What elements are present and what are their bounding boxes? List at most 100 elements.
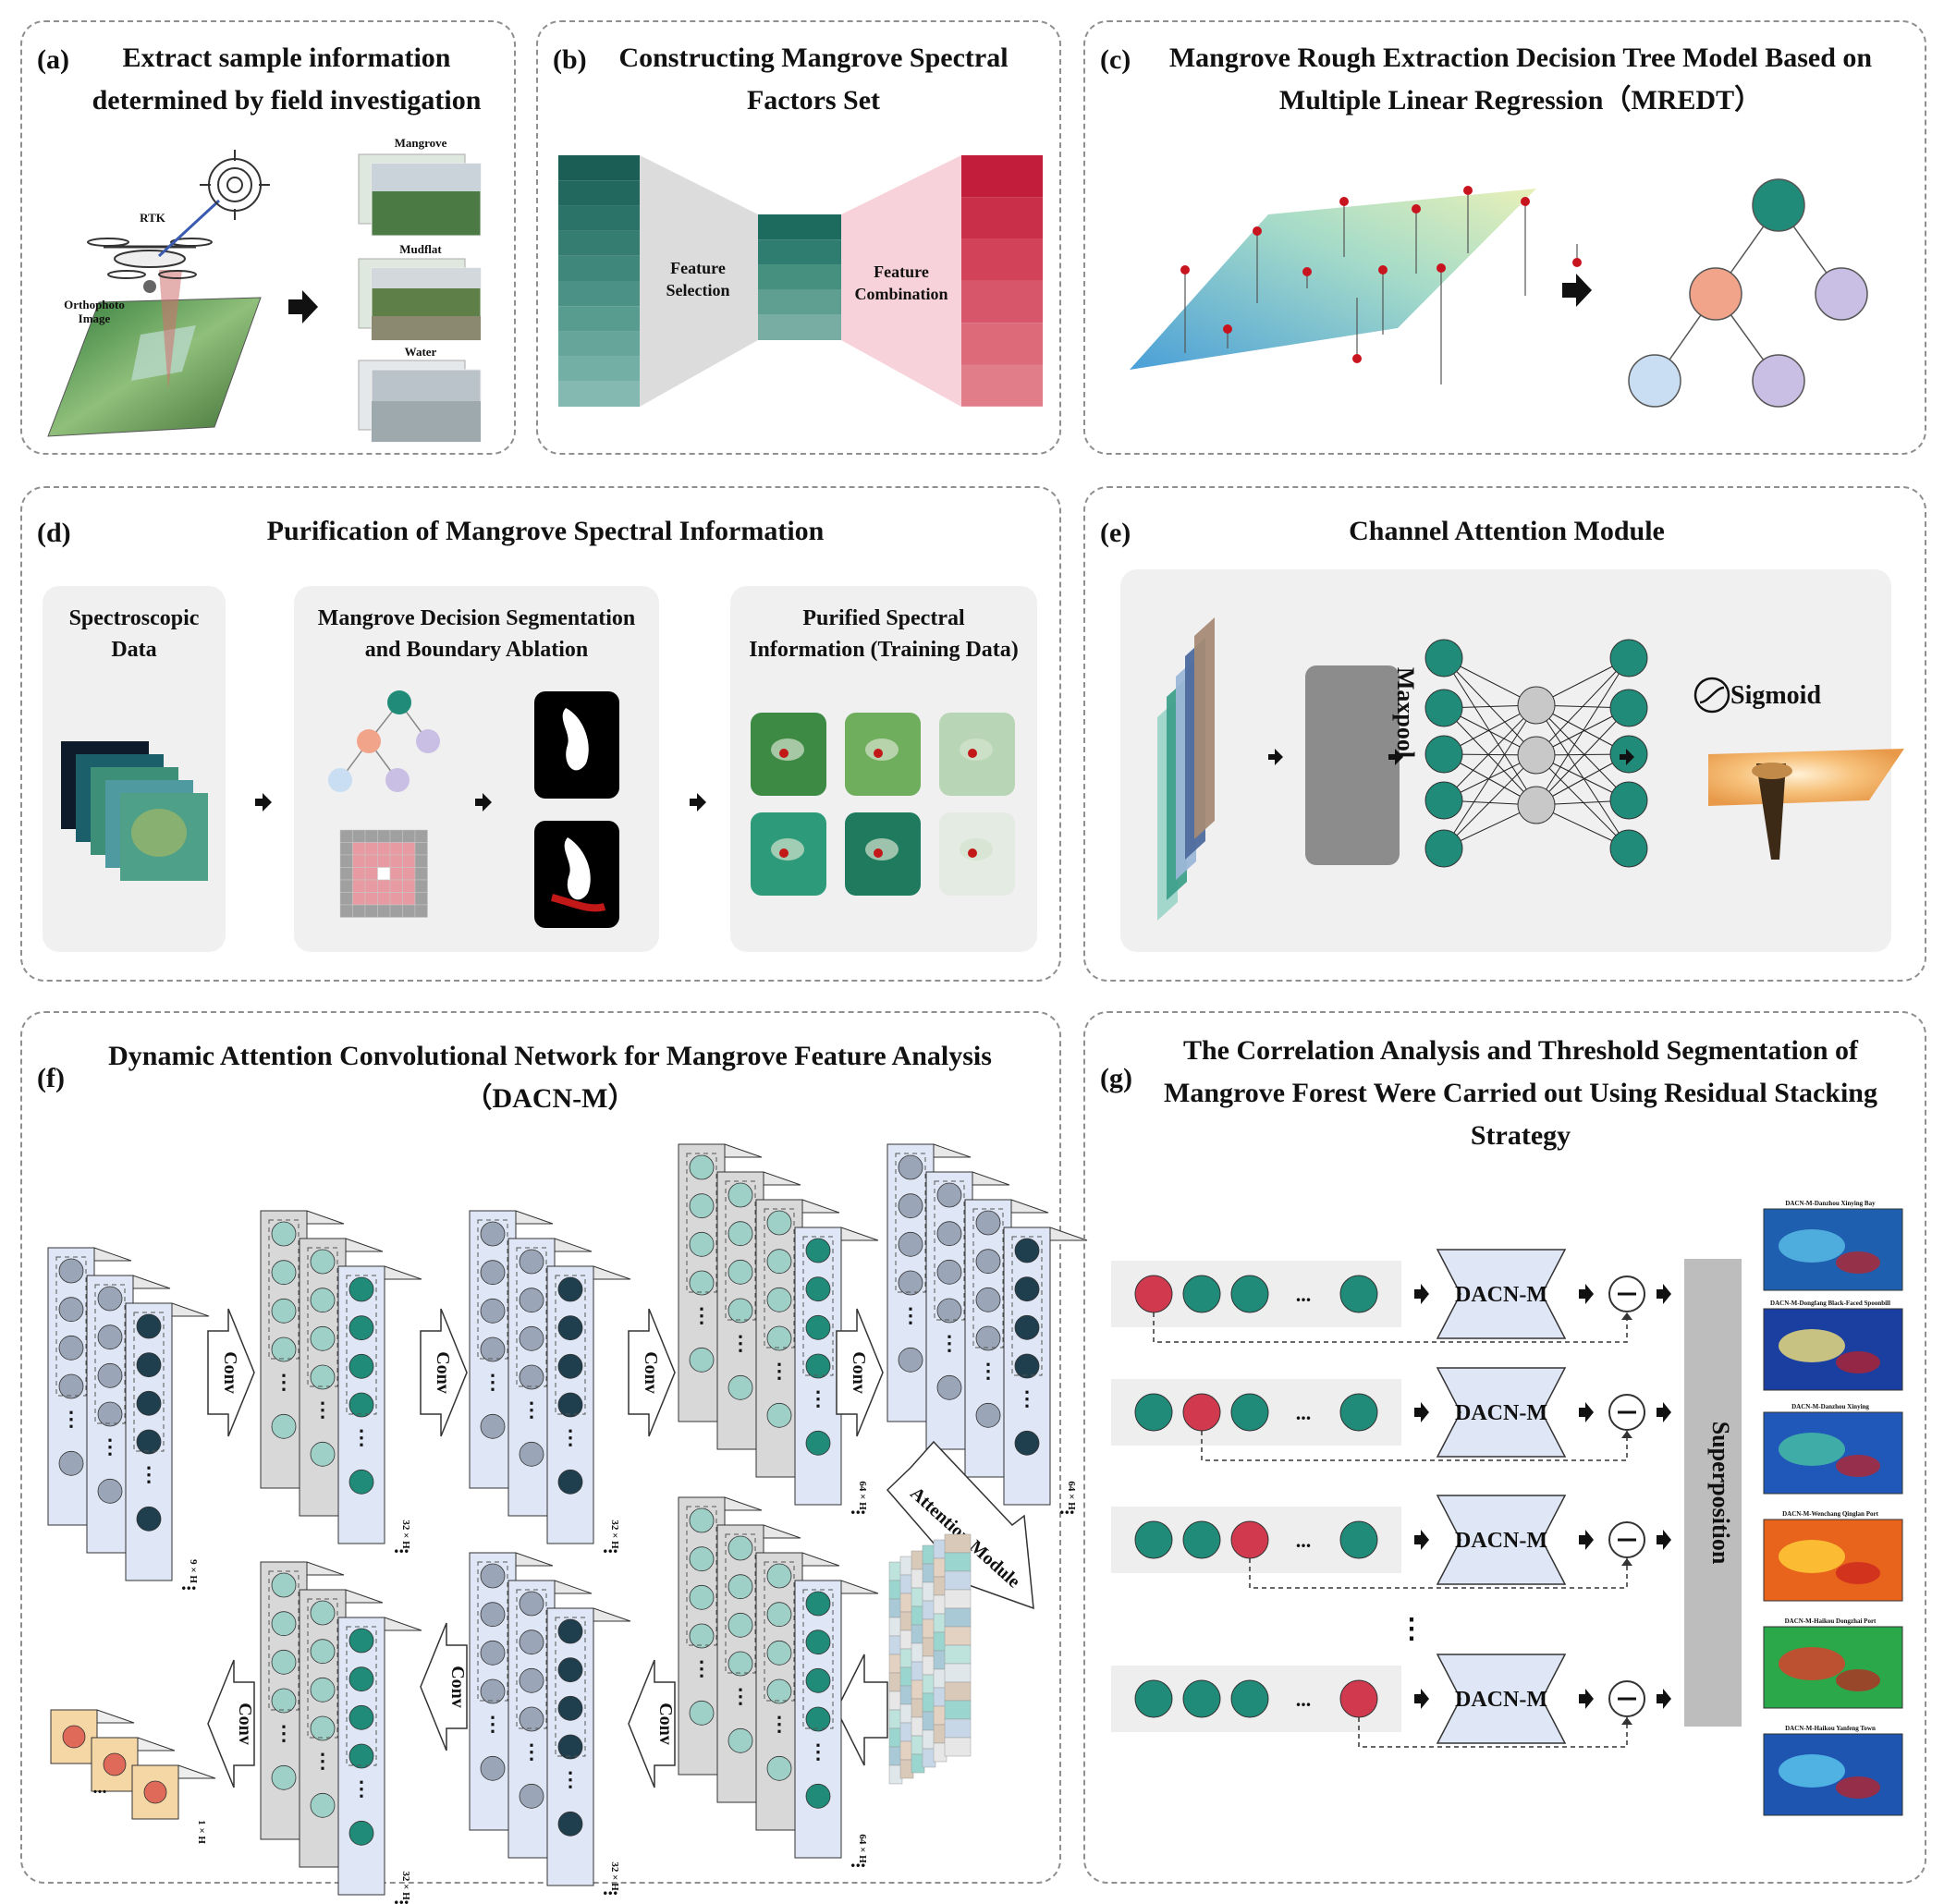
kernel-window bbox=[764, 1208, 795, 1349]
kernel-window bbox=[555, 1275, 586, 1415]
kernel-window bbox=[934, 1180, 965, 1321]
layer-neuron bbox=[58, 1297, 84, 1323]
kernel-window bbox=[725, 1180, 756, 1321]
input-neuron bbox=[1424, 829, 1463, 868]
panel-f-graphic: ...9 × H⋮⋮⋮Conv...32 × H⋮⋮⋮Conv...32 × H… bbox=[47, 1143, 1088, 1904]
layer-neuron bbox=[348, 1276, 374, 1302]
feature-bar bbox=[558, 281, 640, 307]
feature-bar bbox=[558, 230, 640, 256]
feature-bar bbox=[758, 239, 841, 265]
layer-vdots: ⋮ bbox=[61, 1408, 81, 1431]
feature-bar bbox=[961, 155, 1043, 198]
feature-bar bbox=[961, 197, 1043, 239]
row-neuron bbox=[1339, 1275, 1378, 1313]
connection bbox=[1535, 707, 1630, 806]
layer-neuron bbox=[348, 1704, 374, 1730]
segmentation-label: Mangrove Decision Segmentation and Bound… bbox=[317, 606, 636, 662]
layer-block: ⋮ bbox=[337, 1617, 422, 1896]
layer-neuron bbox=[519, 1706, 544, 1732]
kernel-window bbox=[268, 1570, 300, 1711]
layer-neuron bbox=[898, 1270, 923, 1296]
sample-label-mangrove: Mangrove bbox=[394, 136, 447, 150]
arrow-icon bbox=[475, 793, 492, 812]
stack-dimension: 32 × H bbox=[609, 1861, 620, 1891]
input-neuron bbox=[1424, 639, 1463, 677]
stack-7: ...32 × H bbox=[603, 1861, 620, 1899]
panel-b-title: Constructing Mangrove Spectral Factors S… bbox=[618, 43, 1009, 116]
connection bbox=[1535, 754, 1630, 849]
layer-block: ⋮ bbox=[337, 1265, 422, 1544]
input-neuron bbox=[1424, 735, 1463, 774]
attention-arrow-shape bbox=[886, 1440, 1034, 1610]
residual-connection bbox=[1201, 1431, 1628, 1461]
arrow-icon bbox=[1657, 1284, 1671, 1304]
conv-arrow-5: Conv bbox=[628, 1659, 676, 1788]
feature-bar bbox=[961, 364, 1043, 407]
layer-neuron bbox=[766, 1678, 792, 1704]
feature-bar bbox=[961, 323, 1043, 365]
layer-neuron bbox=[58, 1335, 84, 1361]
row-neuron bbox=[1339, 1393, 1378, 1432]
panel-c bbox=[1083, 20, 1926, 455]
layer-neuron bbox=[519, 1629, 544, 1655]
layer-neuron bbox=[689, 1546, 715, 1572]
map-hotspot bbox=[1836, 1669, 1880, 1691]
kernel-window bbox=[307, 1247, 338, 1387]
layer-neuron bbox=[136, 1352, 162, 1378]
feature-bar bbox=[961, 280, 1043, 323]
layer-vdots: ⋮ bbox=[691, 1657, 712, 1680]
layer-neuron bbox=[805, 1783, 831, 1809]
mini-tree-root bbox=[387, 690, 411, 714]
stack-3: ...32 × H bbox=[603, 1520, 620, 1557]
layer-neuron bbox=[519, 1441, 544, 1467]
arrow-icon bbox=[288, 290, 318, 323]
layer-neuron bbox=[310, 1441, 336, 1467]
layer-vdots: ⋮ bbox=[730, 1685, 751, 1708]
output-neuron bbox=[1609, 639, 1648, 677]
dacn-block bbox=[1436, 1367, 1567, 1458]
conv-arrow-4: Conv bbox=[836, 1308, 884, 1437]
layer-neuron bbox=[271, 1221, 297, 1247]
mini-tree-leaf-right bbox=[385, 768, 410, 792]
row-neuron bbox=[1134, 1393, 1173, 1432]
layer-neuron bbox=[975, 1249, 1001, 1275]
layer-neuron bbox=[271, 1260, 297, 1286]
layer-neuron bbox=[271, 1336, 297, 1362]
map-hotspot bbox=[1836, 1455, 1880, 1477]
feature-bar bbox=[558, 356, 640, 382]
kernel-window bbox=[516, 1247, 547, 1387]
layer-neuron bbox=[271, 1572, 297, 1598]
residual-row: ...DACN-M bbox=[1111, 1495, 1671, 1589]
layer-neuron bbox=[58, 1258, 84, 1284]
layer-neuron bbox=[727, 1298, 753, 1324]
stack-6: ...64 × H bbox=[850, 1834, 868, 1872]
layer-vdots: ⋮ bbox=[769, 1360, 789, 1383]
attention-grid bbox=[888, 1533, 972, 1785]
feature-bar bbox=[558, 381, 640, 407]
drone-icon bbox=[87, 238, 213, 293]
layer-neuron bbox=[727, 1535, 753, 1561]
connection bbox=[1443, 704, 1537, 849]
stack-4: ...64 × H bbox=[850, 1481, 868, 1519]
layer-block: ⋮ bbox=[794, 1580, 879, 1859]
tree-root-node bbox=[1752, 178, 1805, 232]
neural-network bbox=[1424, 639, 1648, 868]
feature-channel bbox=[1194, 617, 1215, 839]
layer-neuron bbox=[727, 1612, 753, 1638]
layer-neuron bbox=[136, 1313, 162, 1339]
kernel-window bbox=[764, 1561, 795, 1702]
layer-neuron bbox=[727, 1574, 753, 1600]
stack-8: ...32 × H bbox=[394, 1871, 411, 1904]
conv-label: Conv bbox=[447, 1666, 468, 1708]
layer-vdots: ⋮ bbox=[521, 1398, 542, 1422]
input-neuron bbox=[1424, 781, 1463, 820]
feature-map-stack bbox=[1157, 617, 1215, 921]
layer-neuron bbox=[727, 1727, 753, 1753]
panel-g bbox=[1083, 1011, 1926, 1884]
layer-neuron bbox=[689, 1270, 715, 1296]
stack-dimension: 32 × H bbox=[400, 1520, 411, 1549]
training-image-region bbox=[960, 738, 993, 761]
kernel-window bbox=[725, 1533, 756, 1674]
layer-neuron bbox=[727, 1221, 753, 1247]
